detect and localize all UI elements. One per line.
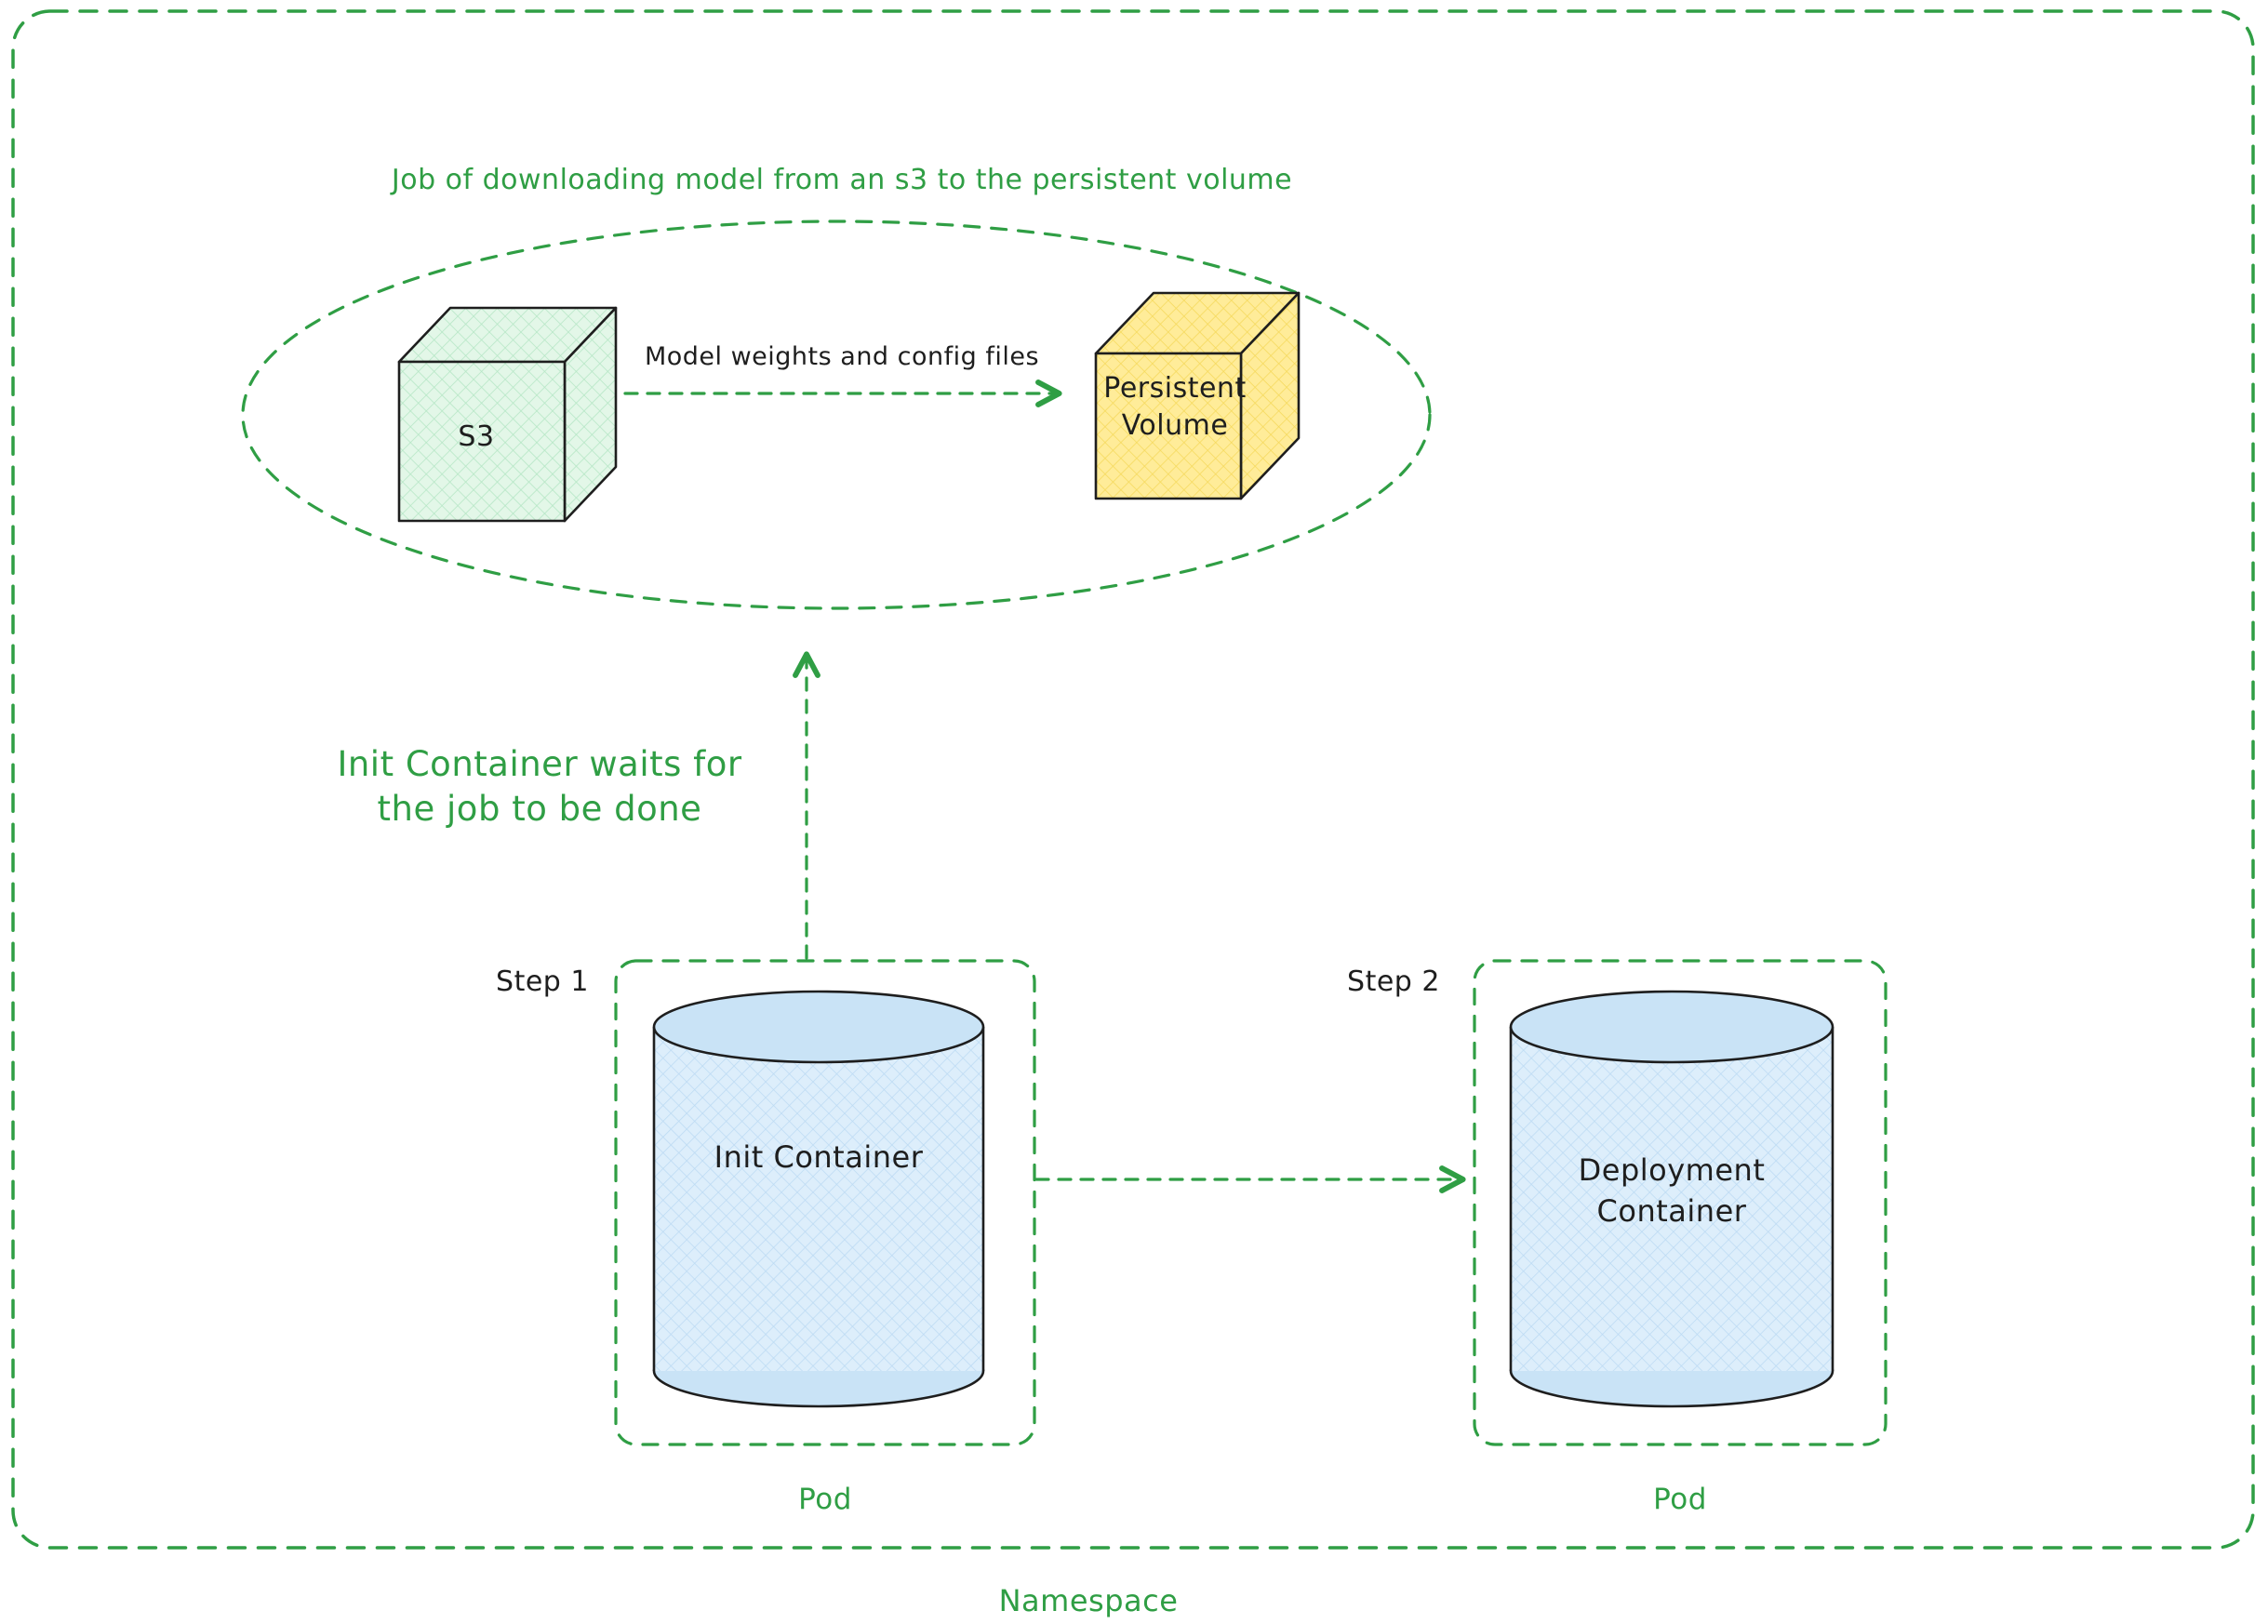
persistent-volume-label-line2: Volume: [1121, 409, 1229, 442]
deployment-container-label: Deployment Container: [1579, 1150, 1766, 1231]
s3-cube: [397, 306, 618, 523]
init-container-label: Init Container: [714, 1139, 924, 1175]
init-container-cylinder: [652, 990, 985, 1408]
step2-label: Step 2: [1347, 965, 1440, 998]
pod1-label: Pod: [798, 1483, 852, 1516]
s3-to-pv-arrow-label: Model weights and config files: [644, 342, 1040, 371]
namespace-label: Namespace: [998, 1583, 1179, 1618]
deployment-container-cylinder: [1509, 990, 1834, 1408]
deployment-container-label-line1: Deployment: [1578, 1152, 1766, 1188]
pod2-boundary: [1473, 959, 1888, 1446]
persistent-volume-label: Persistent Volume: [1103, 370, 1246, 445]
step1-label: Step 1: [496, 965, 589, 998]
init-cylinder-sides: [652, 1027, 985, 1371]
pv-cube-front-face: [1094, 352, 1243, 500]
wait-note: Init Container waits for the job to be d…: [337, 742, 741, 832]
s3-label: S3: [458, 420, 495, 453]
init-cylinder-top: [652, 990, 985, 1064]
persistent-volume-cube: [1094, 291, 1301, 500]
pod2-label: Pod: [1653, 1483, 1707, 1516]
wait-note-line2: the job to be done: [377, 789, 702, 829]
pod1-boundary: [614, 959, 1036, 1446]
deployment-cylinder-top: [1509, 990, 1834, 1064]
wait-note-line1: Init Container waits for: [337, 744, 742, 784]
job-title: Job of downloading model from an s3 to t…: [391, 164, 1293, 196]
init-cylinder-body: [654, 1027, 983, 1371]
persistent-volume-label-line1: Persistent: [1103, 372, 1247, 405]
deployment-container-label-line2: Container: [1596, 1193, 1747, 1229]
deployment-cylinder-body: [1511, 1027, 1833, 1371]
deployment-cylinder-sides: [1509, 1027, 1834, 1371]
job-boundary-ellipse: [241, 220, 1432, 610]
namespace-boundary: [11, 9, 2255, 1550]
s3-cube-front-face: [397, 360, 567, 523]
